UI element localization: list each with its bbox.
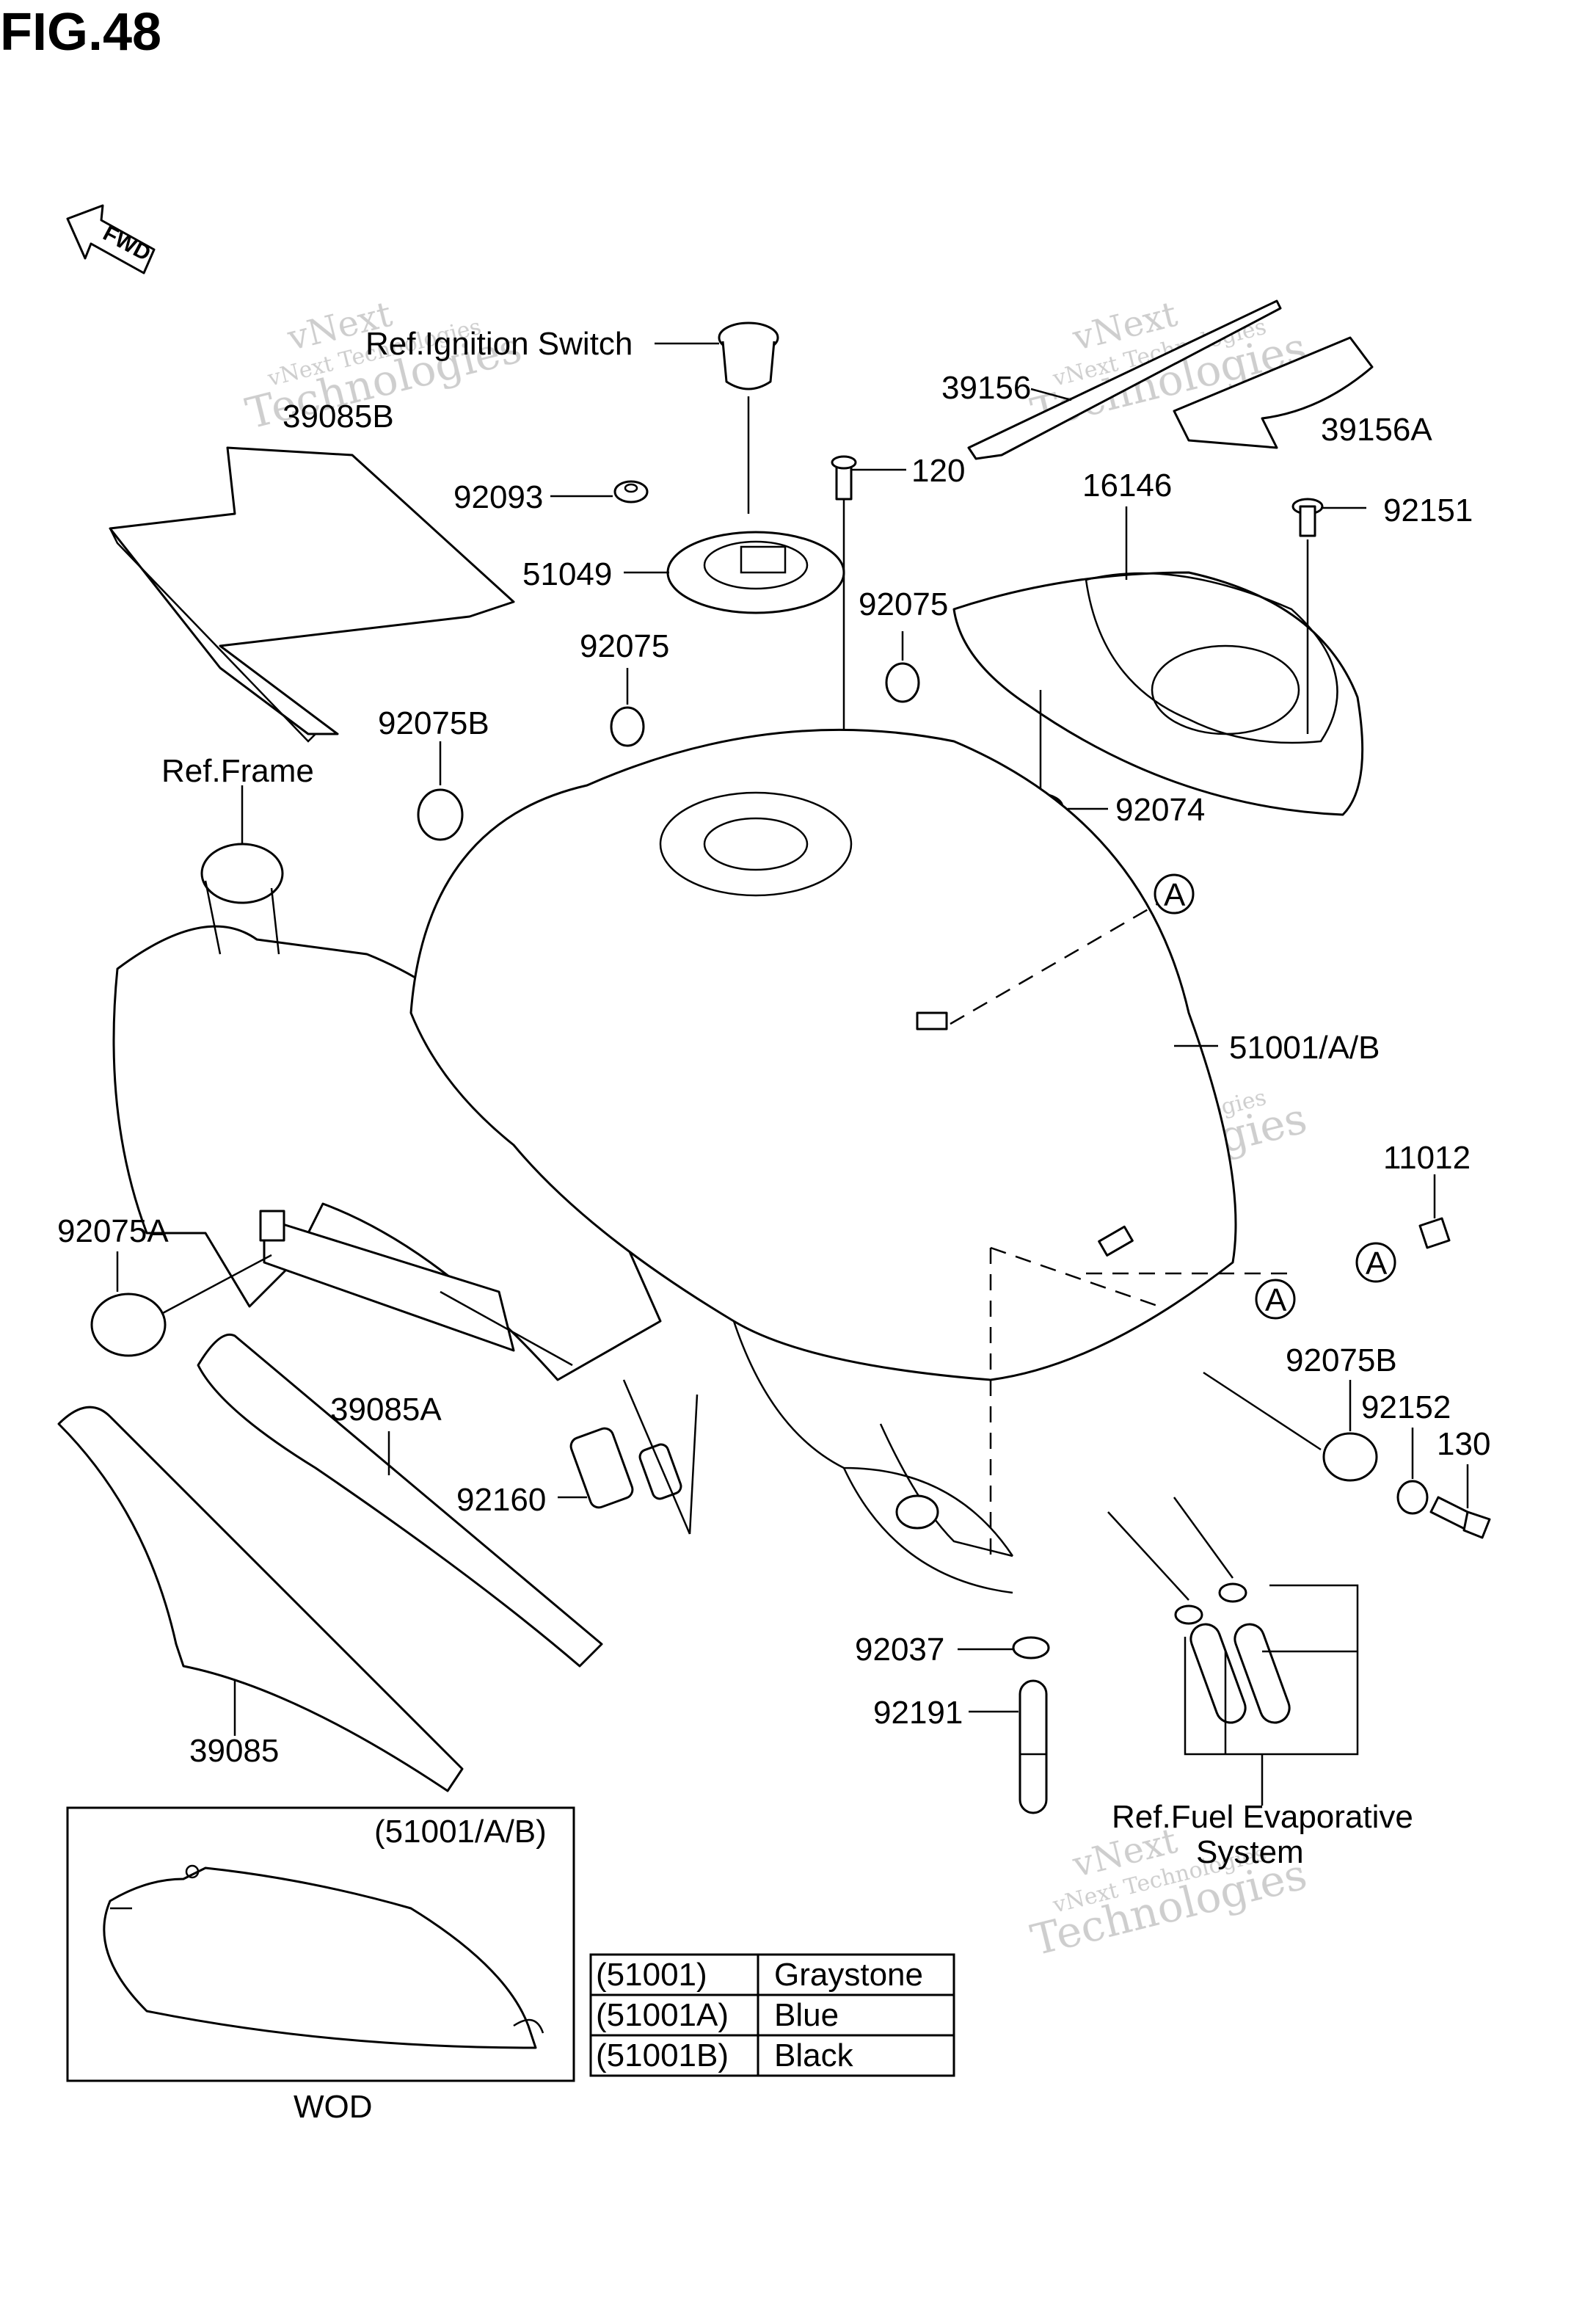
part-39156A-pad — [1173, 336, 1374, 449]
part-39085-pad — [57, 1406, 464, 1792]
svg-text:A: A — [1366, 1246, 1388, 1282]
table-row-2-color: Blue — [774, 1997, 839, 2033]
label-ref-fuel-evap-1: Ref.Fuel Evaporative — [1112, 1799, 1413, 1835]
part-120-screw — [831, 455, 857, 501]
part-92191-hose — [1019, 1679, 1048, 1814]
inset-caption: (51001/A/B) — [374, 1814, 547, 1850]
label-ref-fuel-evap-2: System — [1196, 1834, 1304, 1870]
label-39156A: 39156A — [1321, 412, 1432, 448]
fwd-arrow-icon: FWD — [66, 204, 156, 275]
label-92075-right: 92075 — [859, 586, 948, 622]
label-92151: 92151 — [1383, 492, 1473, 528]
label-92075-left: 92075 — [580, 628, 669, 664]
label-92075A: 92075A — [57, 1213, 169, 1249]
label-16146: 16146 — [1082, 468, 1172, 504]
part-39085B-pad — [109, 446, 515, 743]
part-92075B-damper-bot — [1322, 1432, 1378, 1482]
part-16146-cover — [952, 571, 1364, 816]
label-120: 120 — [911, 453, 965, 489]
inset-wod: (51001/A/B) WOD — [66, 1806, 575, 2125]
part-92151-bolt — [1291, 498, 1324, 537]
label-92152: 92152 — [1361, 1389, 1451, 1425]
part-fuel-evap-hoses — [1107, 1497, 1359, 1806]
part-51049-cap — [666, 531, 845, 614]
table-row-1-color: Graystone — [774, 1957, 923, 1993]
label-39085: 39085 — [189, 1733, 279, 1769]
table-row-3-code: (51001B) — [596, 2037, 729, 2073]
figure-title: FIG.48 — [0, 3, 161, 62]
color-table: (51001) Graystone (51001A) Blue (51001B)… — [589, 1953, 955, 2077]
ref-circle-a-right: A — [1355, 1242, 1396, 1283]
part-11012-clip — [1418, 1217, 1451, 1249]
part-130-bolt — [1429, 1496, 1491, 1539]
table-row-2-code: (51001A) — [596, 1997, 729, 2033]
label-51049: 51049 — [522, 556, 612, 592]
part-92075A-damper — [90, 1293, 167, 1357]
label-92075B-top: 92075B — [378, 705, 489, 741]
label-ref-ignition-switch: Ref.Ignition Switch — [365, 326, 633, 362]
table-row-3-color: Black — [774, 2037, 854, 2073]
part-39156-strip — [967, 299, 1282, 460]
table-row-1-code: (51001) — [596, 1957, 707, 1993]
label-92037: 92037 — [855, 1632, 944, 1668]
label-39156: 39156 — [941, 370, 1031, 406]
label-92191: 92191 — [873, 1695, 963, 1731]
part-92152-collar — [1396, 1480, 1429, 1515]
part-92037-clamp — [1012, 1636, 1050, 1660]
part-92075B-damper-top — [417, 788, 464, 841]
ref-circle-a-mid: A — [1255, 1279, 1296, 1320]
inset-label-wod: WOD — [294, 2089, 373, 2125]
ref-circle-a-top: A — [1154, 873, 1195, 915]
label-51001AB: 51001/A/B — [1229, 1030, 1380, 1066]
label-92093: 92093 — [453, 479, 543, 515]
label-92160: 92160 — [456, 1482, 546, 1518]
label-39085B: 39085B — [283, 399, 394, 435]
label-92074: 92074 — [1115, 792, 1205, 828]
label-39085A: 39085A — [330, 1392, 442, 1428]
label-ref-frame: Ref.Frame — [161, 753, 314, 789]
part-39085A-pad — [197, 1334, 603, 1668]
svg-text:A: A — [1164, 877, 1186, 913]
label-11012: 11012 — [1383, 1140, 1471, 1176]
part-92075-damper-a — [610, 706, 645, 747]
label-92075B-bottom: 92075B — [1286, 1342, 1397, 1378]
svg-text:A: A — [1265, 1282, 1287, 1318]
part-92160-fitting — [569, 1427, 682, 1509]
part-92075-damper-b — [885, 662, 920, 703]
part-51001-tank — [409, 728, 1237, 1594]
part-92093-grommet — [613, 480, 649, 504]
part-ignition-cap — [718, 321, 779, 390]
label-130: 130 — [1437, 1426, 1490, 1462]
